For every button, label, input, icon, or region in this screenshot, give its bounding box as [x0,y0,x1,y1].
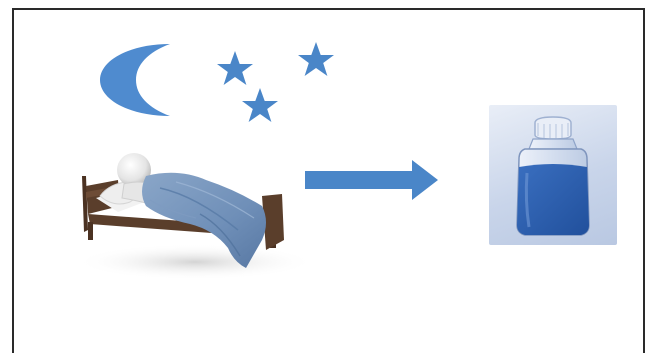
arrow-right-icon [305,160,438,200]
star-icon [217,51,253,85]
specimen-jar-tile [489,105,617,245]
star-icon [298,42,334,76]
crescent-moon-icon [100,44,170,116]
person-sleeping-in-bed-icon [75,153,315,280]
specimen-jar-icon [489,105,617,245]
star-icon [242,88,278,122]
